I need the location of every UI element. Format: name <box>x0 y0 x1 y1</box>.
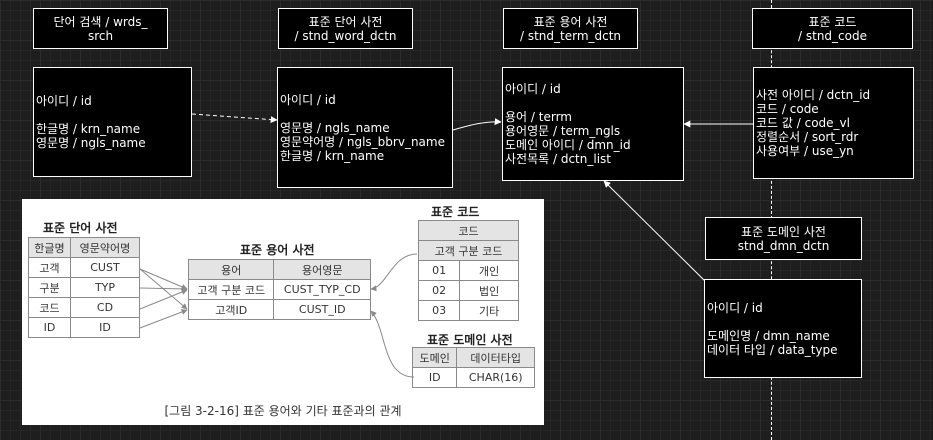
fig-term-header-ngls: 용어영문 <box>273 259 371 280</box>
word-search-field-id: 아이디 / id <box>36 94 92 108</box>
std-word-field-id: 아이디 / id <box>280 92 336 107</box>
std-word-field-ngls-bbrv-name: 영문약어명 / ngls_bbrv_name <box>280 134 445 149</box>
std-domain-field-data-type: 데이터 타입 / data_type <box>707 342 838 357</box>
fig-code-cell: 법인 <box>459 280 519 301</box>
fig-code-cell: 03 <box>417 300 461 321</box>
fig-code-cell: 01 <box>417 260 461 281</box>
fig-term-title: 표준 용어 사전 <box>240 243 315 257</box>
fig-domain-header-type: 데이터타입 <box>456 347 535 368</box>
fig-term-cell: CUST_ID <box>273 299 371 320</box>
fig-word-header-krn: 한글명 <box>28 237 71 258</box>
fig-code-header-top: 코드 <box>418 220 519 241</box>
figure-connectors <box>139 253 418 378</box>
std-code-title: 표준 코드 / stnd_code <box>752 8 913 49</box>
std-term-field-terrm: 용어 / terrm <box>505 110 572 124</box>
std-term-title-line1: 표준 용어 사전 <box>533 14 608 29</box>
std-code-entity: 사전 아이디 / dctn_id 코드 / code 코드 값 / code_v… <box>753 67 914 179</box>
std-term-title: 표준 용어 사전 / stnd_term_dctn <box>503 8 638 49</box>
std-word-field-krn-name: 한글명 / krn_name <box>280 148 385 163</box>
fig-word-cell: ID <box>69 317 141 338</box>
std-code-field-code-vl: 코드 값 / code_vl <box>756 116 850 130</box>
std-code-title-line2: / stnd_code <box>798 28 867 43</box>
std-term-title-line2: / stnd_term_dctn <box>519 28 622 43</box>
std-domain-title-line2: stnd_dmn_dctn <box>737 238 830 253</box>
std-term-field-id: 아이디 / id <box>505 82 561 96</box>
fig-term-header-term: 용어 <box>187 259 275 280</box>
arrow-word-to-term <box>452 118 502 131</box>
std-code-field-sort-rdr: 정렬순서 / sort_rdr <box>756 130 859 144</box>
fig-word-cell: 구분 <box>28 277 71 298</box>
std-term-field-term-ngls: 용어영문 / term_ngls <box>505 124 621 138</box>
arrow-word-search-to-word <box>191 113 278 124</box>
fig-word-cell: CD <box>69 297 141 318</box>
fig-code-header-sub: 고객 구분 코드 <box>418 240 519 261</box>
std-term-field-dmn-id: 도메인 아이디 / dmn_id <box>505 138 631 152</box>
fig-word-cell: CUST <box>69 257 141 278</box>
word-search-field-ngls-name: 영문명 / ngls_name <box>36 136 146 150</box>
word-search-entity: 아이디 / id 한글명 / krn_name 영문명 / ngls_name <box>33 67 192 177</box>
fig-word-cell: 코드 <box>28 297 71 318</box>
std-code-field-use-yn: 사용여부 / use_yn <box>756 144 854 158</box>
figure-caption: [그림 3-2-16] 표준 용어와 기타 표준과의 관계 <box>164 404 402 418</box>
std-word-title-line1: 표준 단어 사전 <box>308 14 383 29</box>
std-term-entity: 아이디 / id 용어 / terrm 용어영문 / term_ngls 도메인… <box>502 67 684 181</box>
std-domain-field-id: 아이디 / id <box>707 300 763 315</box>
fig-word-title: 표준 단어 사전 <box>43 221 118 235</box>
word-search-field-krn-name: 한글명 / krn_name <box>36 122 141 136</box>
std-domain-field-dmn-name: 도메인명 / dmn_name <box>707 328 830 343</box>
fig-word-cell: 고객 <box>28 257 71 278</box>
fig-domain-title: 표준 도메인 사전 <box>427 333 513 347</box>
std-word-title-line2: / stnd_word_dctn <box>294 28 397 43</box>
std-domain-entity: 아이디 / id 도메인명 / dmn_name 데이터 타입 / data_t… <box>704 279 862 378</box>
std-term-field-dctn-list: 사전목록 / dctn_list <box>505 152 611 166</box>
std-code-field-code: 코드 / code <box>756 102 819 116</box>
fig-term-cell: 고객 구분 코드 <box>187 279 275 300</box>
std-word-field-ngls-name: 영문명 / ngls_name <box>280 120 390 135</box>
fig-word-header-bbrv: 영문약어명 <box>69 237 141 258</box>
std-word-entity: 아이디 / id 영문명 / ngls_name 영문약어명 / ngls_bb… <box>277 67 453 188</box>
std-word-title: 표준 단어 사전 / stnd_word_dctn <box>278 8 413 49</box>
std-code-field-dctn-id: 사전 아이디 / dctn_id <box>756 88 871 102</box>
fig-term-cell: 고객ID <box>187 299 275 320</box>
word-search-title-line1: 단어 검색 / wrds_ <box>53 14 148 29</box>
fig-code-cell: 기타 <box>459 300 519 321</box>
fig-domain-cell: CHAR(16) <box>456 367 535 388</box>
fig-domain-header-domain: 도메인 <box>411 347 458 368</box>
fig-code-cell: 02 <box>417 280 461 301</box>
fig-term-cell: CUST_TYP_CD <box>273 279 371 300</box>
word-search-title: 단어 검색 / wrds_ srch <box>33 8 168 49</box>
fig-code-cell: 개인 <box>459 260 519 281</box>
std-domain-title: 표준 도메인 사전 stnd_dmn_dctn <box>705 217 862 260</box>
fig-word-cell: TYP <box>69 277 141 298</box>
fig-code-title: 표준 코드 <box>431 205 480 219</box>
std-domain-title-line1: 표준 도메인 사전 <box>741 224 826 239</box>
arrow-domain-to-term <box>603 180 707 283</box>
fig-domain-cell: ID <box>411 367 458 388</box>
std-code-title-line1: 표준 코드 <box>808 14 857 29</box>
word-search-title-line2: srch <box>87 28 114 43</box>
fig-word-cell: ID <box>28 317 71 338</box>
